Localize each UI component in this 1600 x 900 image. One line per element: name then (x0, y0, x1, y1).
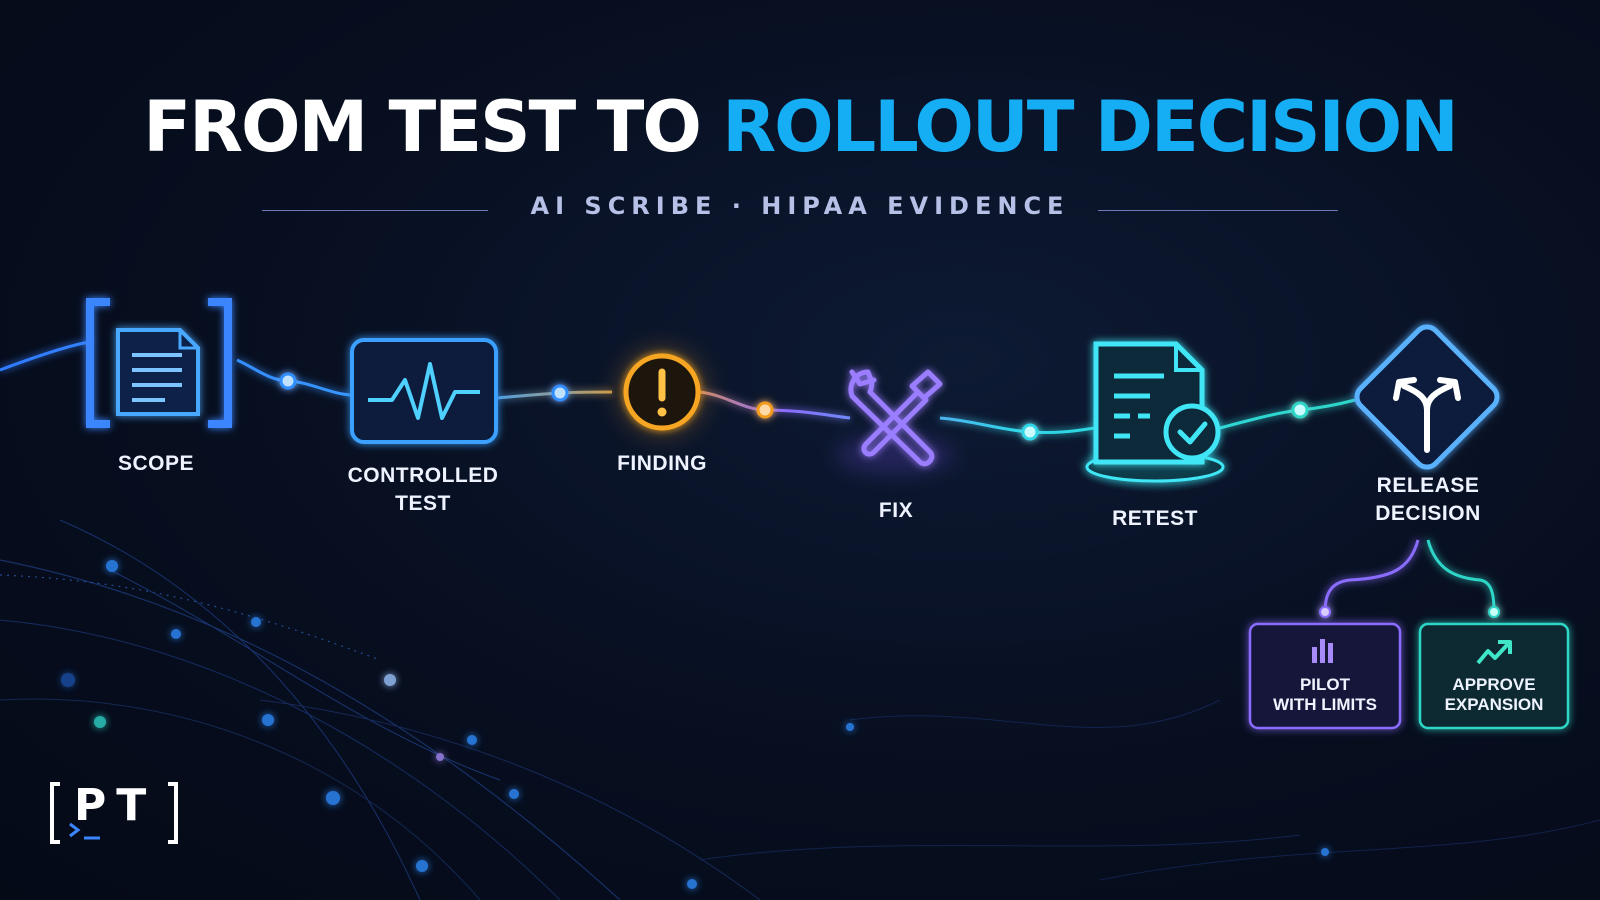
bar-chart-icon (1312, 639, 1333, 663)
subtitle: AI SCRIBE · HIPAA EVIDENCE (530, 192, 1070, 220)
document-check-icon (1075, 341, 1235, 493)
wrench-screwdriver-icon (835, 369, 955, 475)
branch-dot (1319, 606, 1331, 618)
outcome-pilot: PILOT WITH LIMITS (1250, 624, 1400, 728)
connector-dot (279, 372, 297, 390)
pt-logo-icon (50, 782, 178, 844)
step-label-release-decision: RELEASE DECISION (1375, 474, 1481, 525)
pt-logo-text: PT (74, 780, 157, 831)
connector-dot (756, 401, 774, 419)
subtitle-rule-right (1098, 210, 1338, 211)
alert-icon (614, 344, 710, 440)
fork-arrow-icon (1354, 324, 1500, 470)
document-bracket-icon (86, 298, 232, 428)
connector-dot (551, 384, 569, 402)
step-label-fix: FIX (878, 499, 914, 522)
branch-dot (1488, 606, 1500, 618)
outcome-approve-box (1418, 622, 1570, 730)
step-label-controlled-test: CONTROLLED TEST (347, 464, 499, 515)
connector-dot (1291, 401, 1309, 419)
step-label-scope: SCOPE (117, 452, 195, 475)
trend-up-icon (1476, 640, 1512, 665)
title-part-blue: ROLLOUT DECISION (722, 86, 1458, 168)
page-title: FROM TEST TO ROLLOUT DECISION (0, 86, 1600, 168)
pt-logo: PT (48, 780, 178, 842)
branch-connectors (1319, 539, 1500, 618)
title-part-white: FROM TEST TO (143, 86, 702, 168)
outcome-approve-label: APPROVE EXPANSION (1444, 675, 1544, 714)
heartbeat-monitor-icon (350, 338, 498, 444)
outcome-pilot-box (1248, 622, 1402, 730)
background-network (0, 519, 1600, 900)
connector-dots (279, 372, 1309, 441)
step-label-retest: RETEST (1112, 507, 1198, 530)
outcome-pilot-label: PILOT WITH LIMITS (1273, 675, 1377, 714)
step-label-finding: FINDING (617, 452, 707, 475)
subtitle-rule-left (262, 210, 488, 211)
outcome-approve: APPROVE EXPANSION (1420, 624, 1568, 728)
connector-dot (1021, 423, 1039, 441)
